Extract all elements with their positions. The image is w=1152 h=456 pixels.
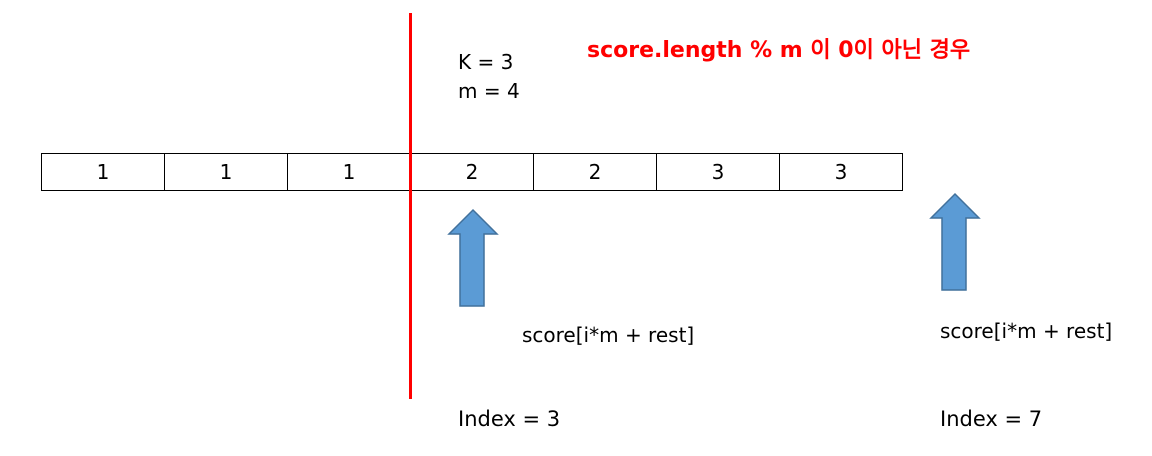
array-cell-3: 2: [411, 154, 534, 190]
diagram-title: score.length % m 이 0이 아닌 경우: [587, 38, 971, 63]
m-param-label: m = 4: [458, 79, 520, 103]
array-cell-4: 2: [534, 154, 657, 190]
index-label-2: Index = 7: [940, 407, 1043, 431]
red-divider-line: [409, 13, 412, 399]
array-cell-1: 1: [165, 154, 288, 190]
array-cell-0: 1: [42, 154, 165, 190]
pointer-expression-1: score[i*m + rest]: [522, 323, 695, 347]
up-arrow-icon-1: [447, 208, 499, 307]
array-cell-2: 1: [288, 154, 411, 190]
array-cell-6: 3: [834, 160, 848, 184]
score-array: 1 1 1 2 2 3 3: [41, 153, 903, 191]
up-arrow-icon-2: [929, 192, 981, 291]
array-cell-5: 3: [657, 154, 780, 190]
k-param-label: K = 3: [458, 50, 514, 74]
pointer-expression-2: score[i*m + rest]: [940, 319, 1113, 343]
index-label-1: Index = 3: [458, 407, 561, 431]
